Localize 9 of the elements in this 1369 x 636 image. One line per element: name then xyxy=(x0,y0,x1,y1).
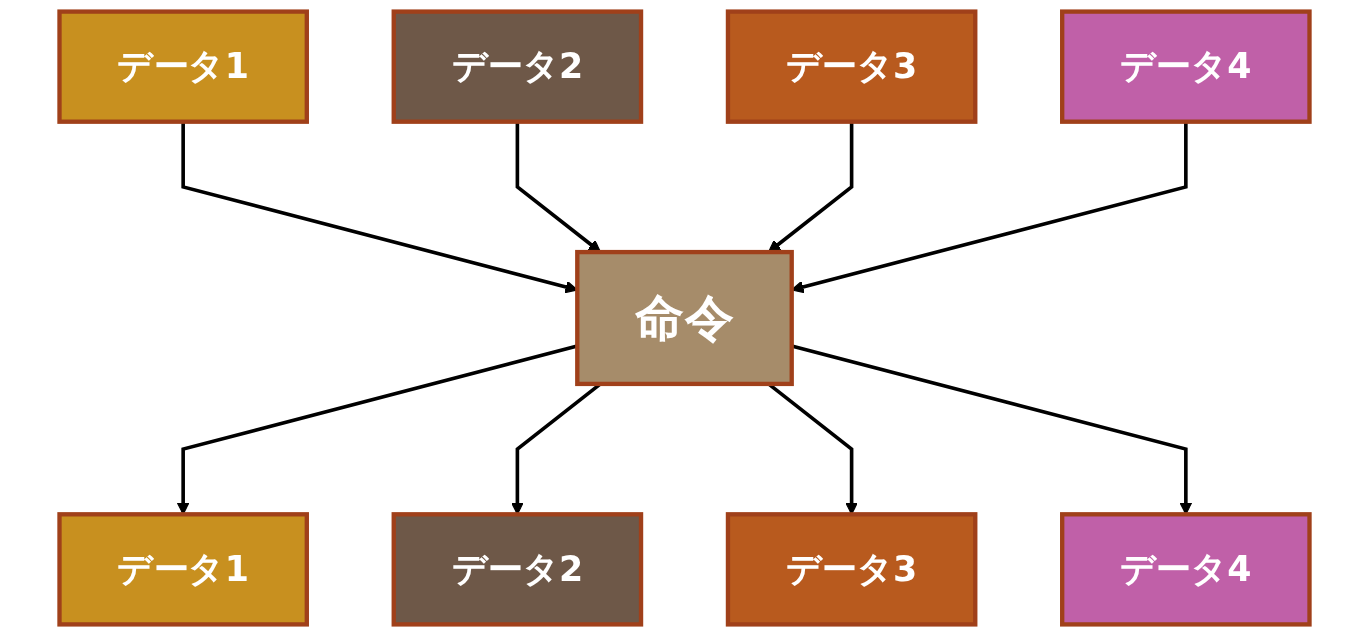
node-box: データ3 xyxy=(725,512,978,627)
node-box: 命令 xyxy=(575,249,794,387)
node-box: データ1 xyxy=(57,9,309,124)
node-box: データ4 xyxy=(1060,512,1312,627)
node-box: データ2 xyxy=(391,512,644,627)
node-box: データ4 xyxy=(1060,9,1312,124)
node-box: データ2 xyxy=(391,9,644,124)
node-box: データ1 xyxy=(57,512,309,627)
node-box: データ3 xyxy=(725,9,978,124)
